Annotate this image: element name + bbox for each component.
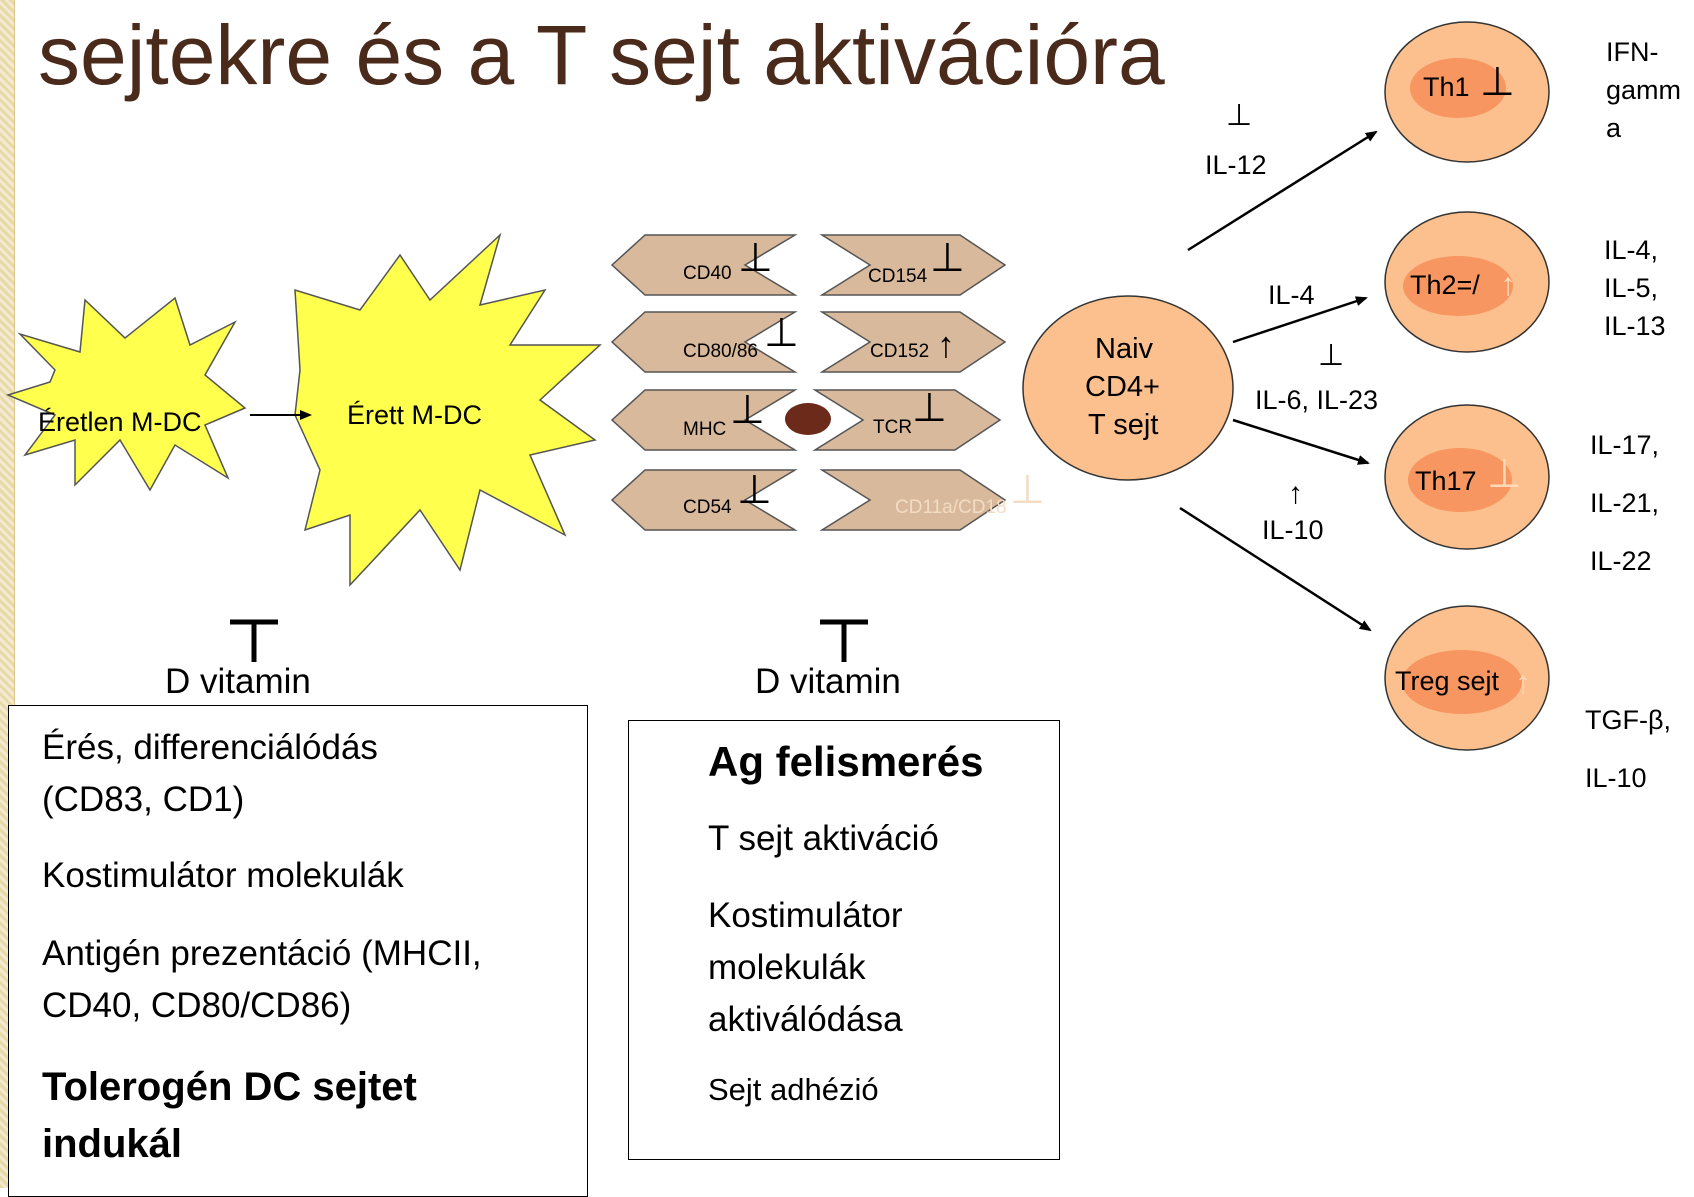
dc-effect-line4: Antigén prezentáció (MHCII, [42,934,482,973]
th1-cytokine-line1: IFN- [1606,37,1659,67]
vitamin-d-inhibit-left [230,619,278,662]
molecule-shape-cd54 [610,469,798,531]
dc-effect-bold1: Tolerogén DC sejtet [42,1065,417,1109]
right-molecule-column [812,234,1007,531]
t-cell-effect-line2: Kostimulátor [708,896,903,935]
t-cell-effect-line4: aktiválódása [708,1000,903,1039]
dc-effect-line5: CD40, CD80/CD86) [42,986,352,1025]
dc-effect-line3: Kostimulátor molekulák [42,856,404,895]
cd154-inhibit-symbol: ⊥ [930,236,965,280]
cd8086-label: CD80/86 [683,341,758,362]
il12-inhibit-symbol: ⊥ [1226,99,1253,132]
il623-label: IL-6, IL-23 [1255,385,1379,415]
t-cell-effect-line1: T sejt aktiváció [708,819,939,858]
cd152-label: CD152 [870,341,930,362]
vitamin-d-label-mid: D vitamin [755,662,901,701]
il10-up-symbol: ↑ [1288,477,1303,510]
th2-cytokine-line2: IL-5, [1604,273,1659,303]
naive-t-cell [1022,295,1234,481]
mature-dc-label: Érett M-DC [347,400,482,430]
th2-cytokine-line1: IL-4, [1604,235,1659,265]
molecule-shape-cd11a [819,469,1007,531]
th1-inhibit-symbol: ⊥ [1480,60,1515,104]
naive-cell-line2: CD4+ [1085,371,1160,403]
molecule-shape-tcr [812,389,1002,451]
t-cell-effect-heading: Ag felismerés [708,738,984,785]
th2-up-symbol: ↑ [1500,266,1516,302]
th17-inhibit-symbol: ⊥ [1487,452,1522,496]
arrow-to-th1 [1187,130,1378,252]
left-molecule-column [610,234,798,531]
th17-label: Th17 [1415,466,1477,496]
th2-cell [1384,211,1550,353]
immature-dc-label: Éretlen M-DC [38,407,202,437]
th1-label: Th1 [1423,72,1470,102]
cd54-label: CD54 [683,497,732,518]
cd8086-inhibit-symbol: ⊥ [764,311,799,355]
arrow-to-th2 [1232,296,1368,344]
molecule-shape-cd40 [610,234,798,296]
th17-cytokine-line3: IL-22 [1590,546,1652,576]
cd11a-label: CD11a/CD18 [895,497,1007,518]
treg-cell [1384,605,1550,751]
naive-cell-line1: Naiv [1095,333,1154,365]
vitamin-d-inhibit-mid [820,619,868,662]
dc-effect-bold2: indukál [42,1122,183,1166]
t-cell-effect-line5: Sejt adhézió [708,1072,879,1107]
cd154-label: CD154 [868,266,928,287]
cd40-inhibit-symbol: ⊥ [738,236,773,280]
treg-up-symbol: ↑ [1515,664,1531,700]
treg-cytokine-line2: IL-10 [1585,763,1647,793]
naive-cell-line3: T sejt [1088,409,1159,441]
cd152-up-symbol: ↑ [937,324,955,365]
il12-label: IL-12 [1205,150,1267,180]
cd54-inhibit-symbol: ⊥ [737,468,772,512]
treg-label: Treg sejt [1395,666,1500,696]
immature-dc-star [5,296,247,492]
t-cell-effects-box [628,720,1060,1160]
th1-cell [1384,21,1550,163]
slide-title: sejtekre és a T sejt aktivációra [38,8,1165,102]
il4-label: IL-4 [1268,280,1315,310]
th2-label: Th2=/ [1410,270,1480,300]
tcr-label: TCR [873,417,913,438]
cd40-label: CD40 [683,263,732,284]
il10-label: IL-10 [1262,515,1324,545]
th1-cytokine-line2: gamm [1606,75,1682,105]
molecule-shape-mhc [610,389,798,451]
dc-effect-line1: Érés, differenciálódás [42,728,378,767]
t-cell-effect-line3: molekulák [708,948,866,987]
arrow-to-th17 [1232,418,1370,465]
mhc-label: MHC [683,419,727,440]
molecule-shape-cd152 [819,311,1007,373]
arrow-to-treg [1179,506,1372,632]
th2-cytokine-line3: IL-13 [1604,311,1666,341]
th1-cytokine-line3: a [1606,113,1622,143]
vitamin-d-label-left: D vitamin [165,662,311,701]
cd11a-inhibit-symbol: ⊥ [1010,468,1045,512]
il623-inhibit-symbol: ⊥ [1318,339,1345,372]
th17-cytokine-line2: IL-21, [1590,488,1660,518]
molecule-shape-cd154 [819,234,1007,296]
tcr-inhibit-symbol: ⊥ [912,386,947,430]
dc-effects-box [8,705,588,1197]
treg-cytokine-line1: TGF-β, [1585,705,1672,735]
molecule-shape-cd8086 [610,311,798,373]
antigen-dot [785,403,831,435]
th17-cell [1384,404,1550,550]
dc-effect-line2: (CD83, CD1) [42,780,245,819]
th17-cytokine-line1: IL-17, [1590,430,1660,460]
mhc-inhibit-symbol: ⊥ [730,388,765,432]
mature-dc-star [294,232,602,587]
